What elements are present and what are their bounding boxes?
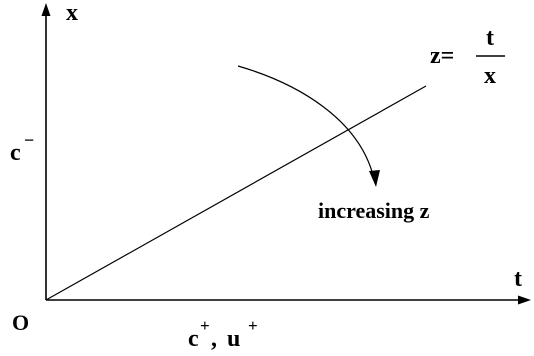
fraction-numerator: t xyxy=(486,25,494,51)
horizontal-axis-label: t xyxy=(514,266,522,292)
horizontal-axis-arrowhead xyxy=(518,295,531,305)
u-plus-base: u xyxy=(227,326,240,352)
vertical-axis-arrowhead xyxy=(41,3,51,16)
c-minus-label: c − xyxy=(10,130,34,166)
z-equals-prefix: z= xyxy=(430,43,454,69)
c-plus-superscript: + xyxy=(200,316,210,335)
c-minus-base: c xyxy=(10,140,21,166)
u-plus-superscript: + xyxy=(248,316,258,335)
bottom-label-separator: , xyxy=(211,326,217,352)
ray-line xyxy=(45,85,427,301)
increasing-z-label: increasing z xyxy=(318,198,430,223)
c-minus-superscript: − xyxy=(24,130,34,150)
origin-label: O xyxy=(12,310,29,335)
c-plus-u-plus-label: c + , u + xyxy=(188,316,258,352)
c-plus-base: c xyxy=(188,326,199,352)
fraction-denominator: x xyxy=(484,63,496,89)
z-equals-t-over-x-label: z= t x xyxy=(430,25,505,89)
increasing-z-arrowhead xyxy=(369,170,380,187)
vertical-axis-label: x xyxy=(66,0,78,26)
increasing-z-curve xyxy=(237,65,374,176)
